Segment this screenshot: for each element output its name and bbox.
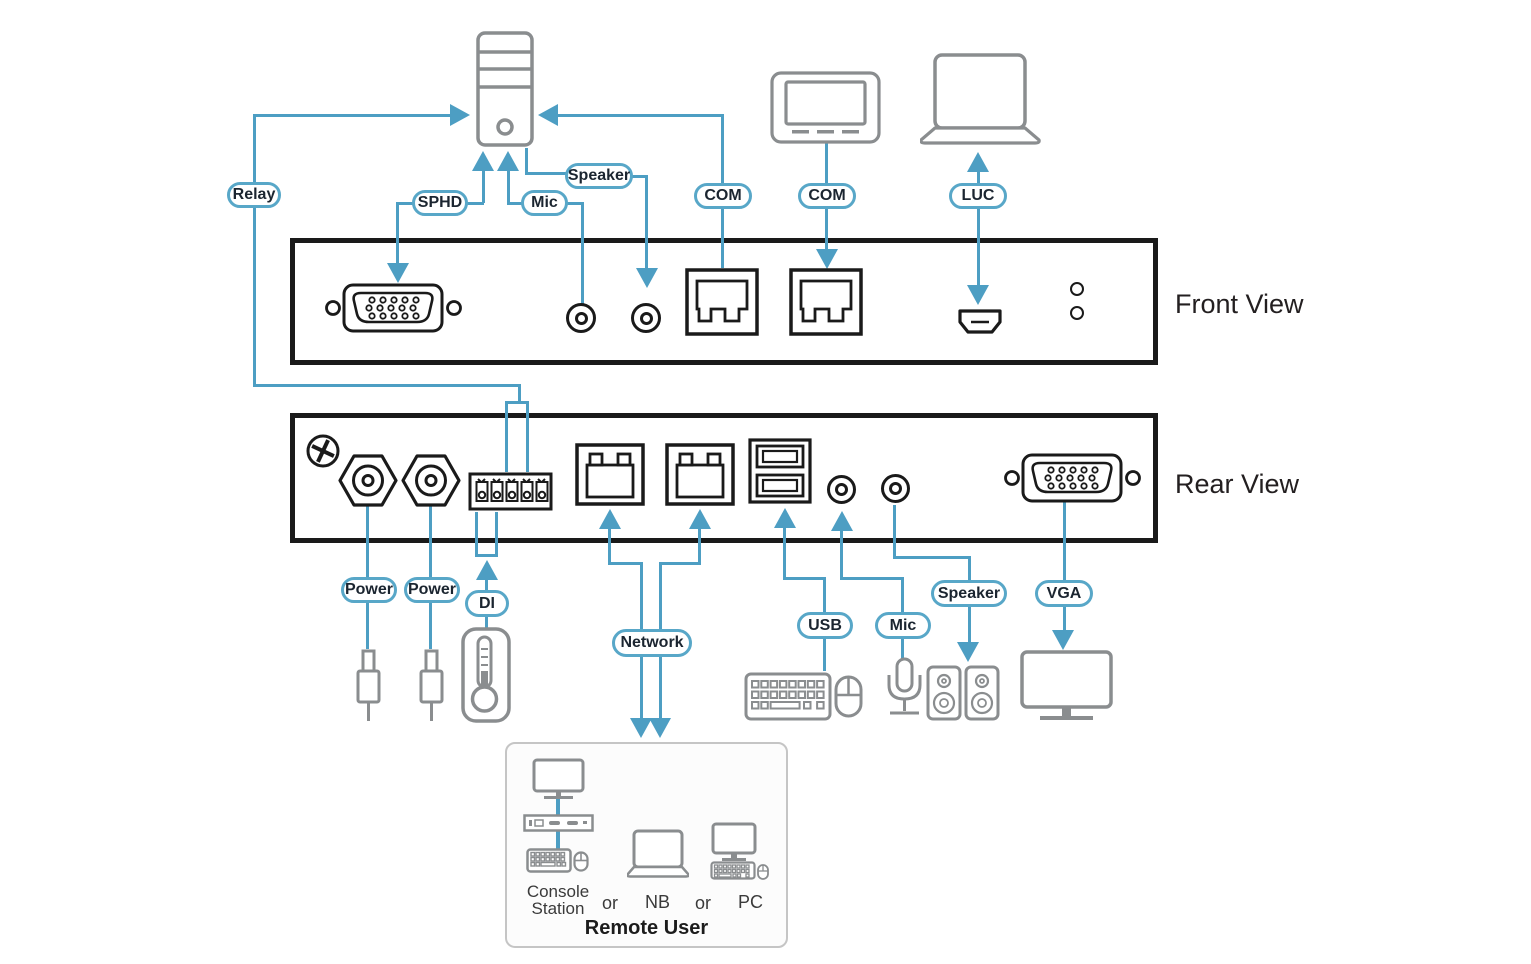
- console-monitor-icon: [532, 758, 585, 800]
- relay-label: Relay: [227, 182, 281, 208]
- arrow-up-tower-sphd: [472, 151, 494, 171]
- mic-top-label: Mic: [521, 190, 568, 216]
- lan-port-2: [665, 443, 735, 506]
- rear-view-title: Rear View: [1175, 469, 1300, 499]
- com1-port-front: [685, 268, 759, 336]
- com2-label: COM: [798, 183, 856, 209]
- screw-icon: [306, 434, 340, 468]
- arrow-down-hdmi: [967, 285, 989, 305]
- arrow-up-lan2: [689, 509, 711, 529]
- remote-user-title: Remote User: [584, 917, 709, 939]
- arrow-up-tower-mic: [497, 151, 519, 171]
- arrow-up-di: [476, 560, 498, 580]
- monitor-icon: [1020, 650, 1113, 722]
- console-station-device-icon: [523, 814, 594, 832]
- terminal-block-port: [468, 472, 553, 511]
- usb-ports: [748, 438, 812, 504]
- lan-port-1: [575, 443, 645, 506]
- arrow-down-speaker-jack: [636, 268, 658, 288]
- arrow-into-tower-left: [450, 104, 470, 126]
- pc-keyboard-icon: [710, 861, 756, 880]
- speaker-bottom-label: Speaker: [931, 580, 1007, 607]
- com2-port-front: [789, 268, 863, 336]
- sphd-label: SPHD: [412, 190, 468, 216]
- microphone-icon: [884, 657, 925, 719]
- speaker-right-icon: [964, 665, 1000, 721]
- console-station-label-line1: Console: [526, 882, 590, 901]
- pc-monitor-icon: [711, 822, 757, 863]
- or-label-1: or: [602, 893, 619, 913]
- speaker-jack-front: [631, 303, 661, 333]
- or-label-2: or: [695, 893, 712, 913]
- mic-jack-front: [566, 303, 596, 333]
- usb-label: USB: [797, 612, 853, 639]
- nb-label: NB: [645, 892, 671, 912]
- arrow-up-lan1: [599, 509, 621, 529]
- power-plug-1-icon: [355, 649, 382, 723]
- arrow-down-vga-front: [387, 263, 409, 283]
- laptop-icon: [919, 53, 1041, 145]
- mic-jack-rear: [827, 475, 856, 504]
- network-label: Network: [612, 629, 692, 657]
- nb-laptop-icon: [625, 829, 691, 878]
- temperature-sensor-icon: [461, 627, 511, 723]
- console-station-label-line2: Station: [531, 899, 585, 918]
- speaker-top-label: Speaker: [565, 163, 633, 189]
- com1-label: COM: [694, 183, 752, 209]
- computer-tower-icon: [474, 30, 536, 148]
- arrow-down-com2-port: [816, 249, 838, 269]
- console-link-line-2: [556, 831, 560, 850]
- sphd-vga-port-front: [324, 283, 462, 333]
- power1-label: Power: [341, 577, 397, 603]
- arrow-down-remote-1: [630, 718, 652, 738]
- arrow-down-speakers: [957, 642, 979, 662]
- console-mouse-icon: [573, 851, 589, 872]
- front-led-1: [1070, 282, 1084, 296]
- speaker-jack-rear: [881, 474, 910, 503]
- arrow-up-laptop: [967, 152, 989, 172]
- power-terminal-2: [401, 452, 461, 509]
- front-led-2: [1070, 306, 1084, 320]
- pc-label: PC: [738, 892, 764, 912]
- vga-label: VGA: [1035, 580, 1093, 607]
- luc-hdmi-port: [957, 309, 1003, 335]
- arrow-up-mic-jack: [831, 511, 853, 531]
- arrow-into-tower-right: [538, 104, 558, 126]
- speaker-left-icon: [926, 665, 962, 721]
- console-link-line-1: [556, 797, 560, 817]
- console-keyboard-icon: [526, 848, 572, 873]
- power2-label: Power: [404, 577, 460, 603]
- arrow-down-monitor: [1052, 630, 1074, 650]
- keyboard-icon: [744, 672, 832, 721]
- mic-bottom-label: Mic: [875, 612, 931, 639]
- serial-device-icon: [770, 71, 881, 145]
- vga-port-rear: [1003, 453, 1141, 503]
- power-plug-2-icon: [418, 649, 445, 723]
- mouse-icon: [834, 675, 863, 718]
- di-label: DI: [465, 590, 509, 617]
- arrow-up-usb: [774, 508, 796, 528]
- pc-mouse-icon: [757, 864, 769, 880]
- front-view-title: Front View: [1175, 289, 1304, 319]
- luc-label: LUC: [949, 183, 1007, 209]
- power-terminal-1: [338, 452, 398, 509]
- arrow-down-remote-2: [649, 718, 671, 738]
